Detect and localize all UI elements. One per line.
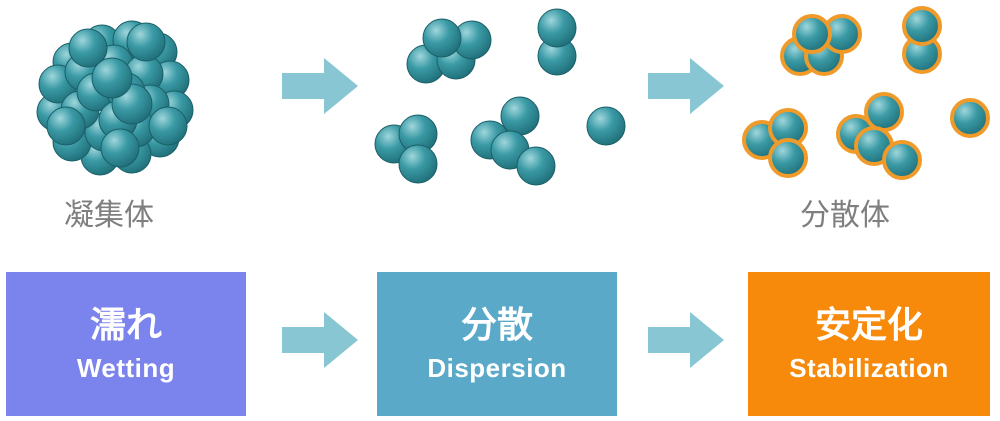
stabilized-particle xyxy=(882,140,922,180)
dispersion-stage-title-jp: 分散 xyxy=(460,305,533,346)
particle xyxy=(422,18,462,58)
dispersed-particles-icon xyxy=(374,8,626,186)
wetting-stage-box: 濡れ Wetting xyxy=(6,272,246,416)
right-arrow-icon xyxy=(282,312,358,368)
right-arrow-icon xyxy=(648,58,724,114)
particle xyxy=(46,106,86,146)
right-arrow-icon xyxy=(282,58,358,114)
particle xyxy=(586,106,626,146)
particle xyxy=(126,22,166,62)
stabilization-stage-title-jp: 安定化 xyxy=(814,305,923,346)
stabilized-particle xyxy=(792,14,832,54)
particle xyxy=(398,144,438,184)
dispersion-stage-title-en: Dispersion xyxy=(427,353,567,383)
stabilized-particles-icon xyxy=(742,6,990,180)
arrow-group xyxy=(282,58,724,368)
dispersion-stage-box: 分散 Dispersion xyxy=(377,272,617,416)
stabilized-particle xyxy=(950,98,990,138)
wetting-stage-title-jp: 濡れ xyxy=(89,305,162,346)
agglomerate-caption: 凝集体 xyxy=(64,198,154,233)
particle xyxy=(148,106,188,146)
particle xyxy=(91,57,133,99)
stabilized-particle xyxy=(864,92,904,132)
stabilization-stage-box: 安定化 Stabilization xyxy=(748,272,990,416)
agglomerate-cluster-icon xyxy=(36,20,194,176)
particle xyxy=(68,28,108,68)
dispersed-caption: 分散体 xyxy=(800,198,890,233)
stabilized-particle xyxy=(768,138,808,178)
stabilization-stage-title-en: Stabilization xyxy=(789,353,949,383)
particle xyxy=(100,128,140,168)
particle xyxy=(500,96,540,136)
particle xyxy=(516,146,556,186)
wetting-stage-title-en: Wetting xyxy=(76,353,176,383)
stabilized-particle xyxy=(902,6,942,46)
particle xyxy=(537,8,577,48)
right-arrow-icon xyxy=(648,312,724,368)
